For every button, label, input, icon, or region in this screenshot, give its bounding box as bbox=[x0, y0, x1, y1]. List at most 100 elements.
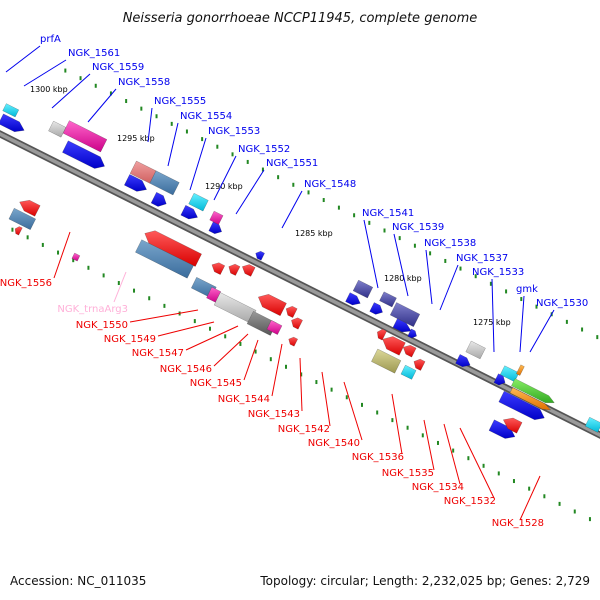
gene-label: NGK_1558 bbox=[118, 77, 170, 88]
gene-label: NGK_1547 bbox=[132, 348, 184, 359]
gene-label-connector bbox=[281, 190, 303, 229]
gene-feature bbox=[135, 239, 194, 279]
gene-feature bbox=[509, 387, 552, 411]
gene-label: NGK_1543 bbox=[248, 409, 300, 420]
gene-feature bbox=[402, 344, 417, 358]
gene-label: NGK_1551 bbox=[266, 158, 318, 169]
gene-feature bbox=[0, 113, 25, 133]
gene-feature bbox=[291, 317, 303, 330]
gene-feature bbox=[369, 302, 383, 315]
gene-label-connector bbox=[87, 88, 117, 123]
gene-label: NGK_1552 bbox=[238, 144, 290, 155]
gene-label: NGK_1534 bbox=[412, 482, 464, 493]
gene-label: NGK_1541 bbox=[362, 208, 414, 219]
gene-feature bbox=[498, 390, 545, 421]
gene-feature bbox=[516, 364, 525, 376]
gene-feature bbox=[493, 373, 506, 386]
gene-label-connector bbox=[5, 45, 41, 73]
gene-feature bbox=[242, 264, 256, 277]
gene-feature bbox=[149, 170, 180, 196]
gene-label-connector bbox=[393, 233, 409, 297]
gene-feature bbox=[345, 292, 361, 306]
gene-feature bbox=[180, 205, 198, 220]
gene-label-connector bbox=[157, 321, 215, 337]
gene-feature bbox=[503, 417, 523, 434]
gene-label: NGK_1556 bbox=[0, 278, 52, 289]
gene-label: NGK_1548 bbox=[304, 179, 356, 190]
gene-feature bbox=[258, 294, 287, 317]
gene-label: NGK_1554 bbox=[180, 111, 232, 122]
gene-label-connector bbox=[51, 73, 91, 109]
gene-label-connector bbox=[167, 122, 179, 167]
gene-feature bbox=[150, 192, 167, 207]
gene-feature bbox=[188, 192, 209, 212]
gene-label: NGK_1561 bbox=[68, 48, 120, 59]
gene-label-connector bbox=[185, 325, 239, 351]
gene-feature bbox=[413, 358, 426, 371]
gene-label: NGK_1549 bbox=[104, 334, 156, 345]
gene-labels: prfANGK_1561NGK_1559NGK_1558NGK_1555NGK_… bbox=[0, 34, 588, 529]
gene-label: NGK_1536 bbox=[352, 452, 404, 463]
gene-feature bbox=[266, 320, 283, 335]
gene-label: NGK_1542 bbox=[278, 424, 330, 435]
gene-feature bbox=[2, 103, 20, 118]
gene-feature bbox=[455, 354, 471, 368]
gene-feature bbox=[382, 336, 406, 356]
gene-feature bbox=[371, 348, 402, 374]
gene-label: NGK_1544 bbox=[218, 394, 270, 405]
gene-label-connector bbox=[423, 419, 435, 471]
gene-label-connector bbox=[363, 219, 379, 289]
gene-feature bbox=[465, 340, 486, 360]
gene-feature bbox=[379, 291, 397, 308]
gene-feature bbox=[511, 378, 555, 403]
gene-feature bbox=[584, 416, 600, 433]
gene-label-connector bbox=[321, 371, 331, 427]
gene-feature bbox=[144, 230, 202, 267]
gene-label: prfA bbox=[40, 34, 61, 45]
gene-label-connector bbox=[529, 309, 555, 353]
gene-label-connector bbox=[271, 343, 283, 397]
gene-feature bbox=[71, 252, 81, 262]
gene-label: NGK_1533 bbox=[472, 267, 524, 278]
gene-feature bbox=[400, 364, 417, 380]
gene-label-connector bbox=[113, 271, 127, 303]
gene-label: NGK_1545 bbox=[190, 378, 242, 389]
gene-feature bbox=[209, 210, 224, 225]
gene-label: NGK_1530 bbox=[536, 298, 588, 309]
gene-feature bbox=[14, 226, 23, 236]
ruler-label: 1280 kbp bbox=[384, 274, 422, 283]
genome-backbone bbox=[0, 130, 600, 439]
gene-feature bbox=[255, 250, 265, 261]
ruler-label: 1285 kbp bbox=[295, 229, 333, 238]
gene-label-connector bbox=[53, 231, 71, 279]
gene-feature bbox=[407, 328, 417, 339]
gene-label-connector bbox=[189, 137, 207, 191]
gene-label-connector bbox=[243, 339, 259, 381]
gene-feature bbox=[389, 302, 421, 327]
gene-label-connector bbox=[391, 393, 403, 455]
gene-label-connector bbox=[129, 309, 199, 323]
ruler-label: 1295 kbp bbox=[117, 134, 155, 143]
gene-feature bbox=[288, 336, 298, 347]
gene-label: NGK_1528 bbox=[492, 518, 544, 529]
gene-label: NGK_1550 bbox=[76, 320, 128, 331]
gene-label: gmk bbox=[516, 284, 538, 295]
gene-label-connector bbox=[343, 381, 363, 441]
gene-label: NGK_1535 bbox=[382, 468, 434, 479]
gene-feature bbox=[62, 120, 108, 153]
gene-feature bbox=[8, 207, 36, 230]
gene-feature bbox=[392, 318, 412, 333]
gene-feature bbox=[62, 140, 105, 169]
gene-label-connector bbox=[439, 264, 459, 311]
gene-label-connector bbox=[459, 427, 495, 499]
gene-feature bbox=[228, 263, 241, 276]
gene-feature bbox=[208, 221, 222, 234]
gene-feature bbox=[352, 279, 374, 299]
gene-feature bbox=[124, 174, 147, 192]
gene-label: NGK_1532 bbox=[444, 496, 496, 507]
gene-label: NGK_1546 bbox=[160, 364, 212, 375]
accession-text: Accession: NC_011035 bbox=[10, 574, 147, 588]
gene-label-connector bbox=[299, 357, 303, 412]
